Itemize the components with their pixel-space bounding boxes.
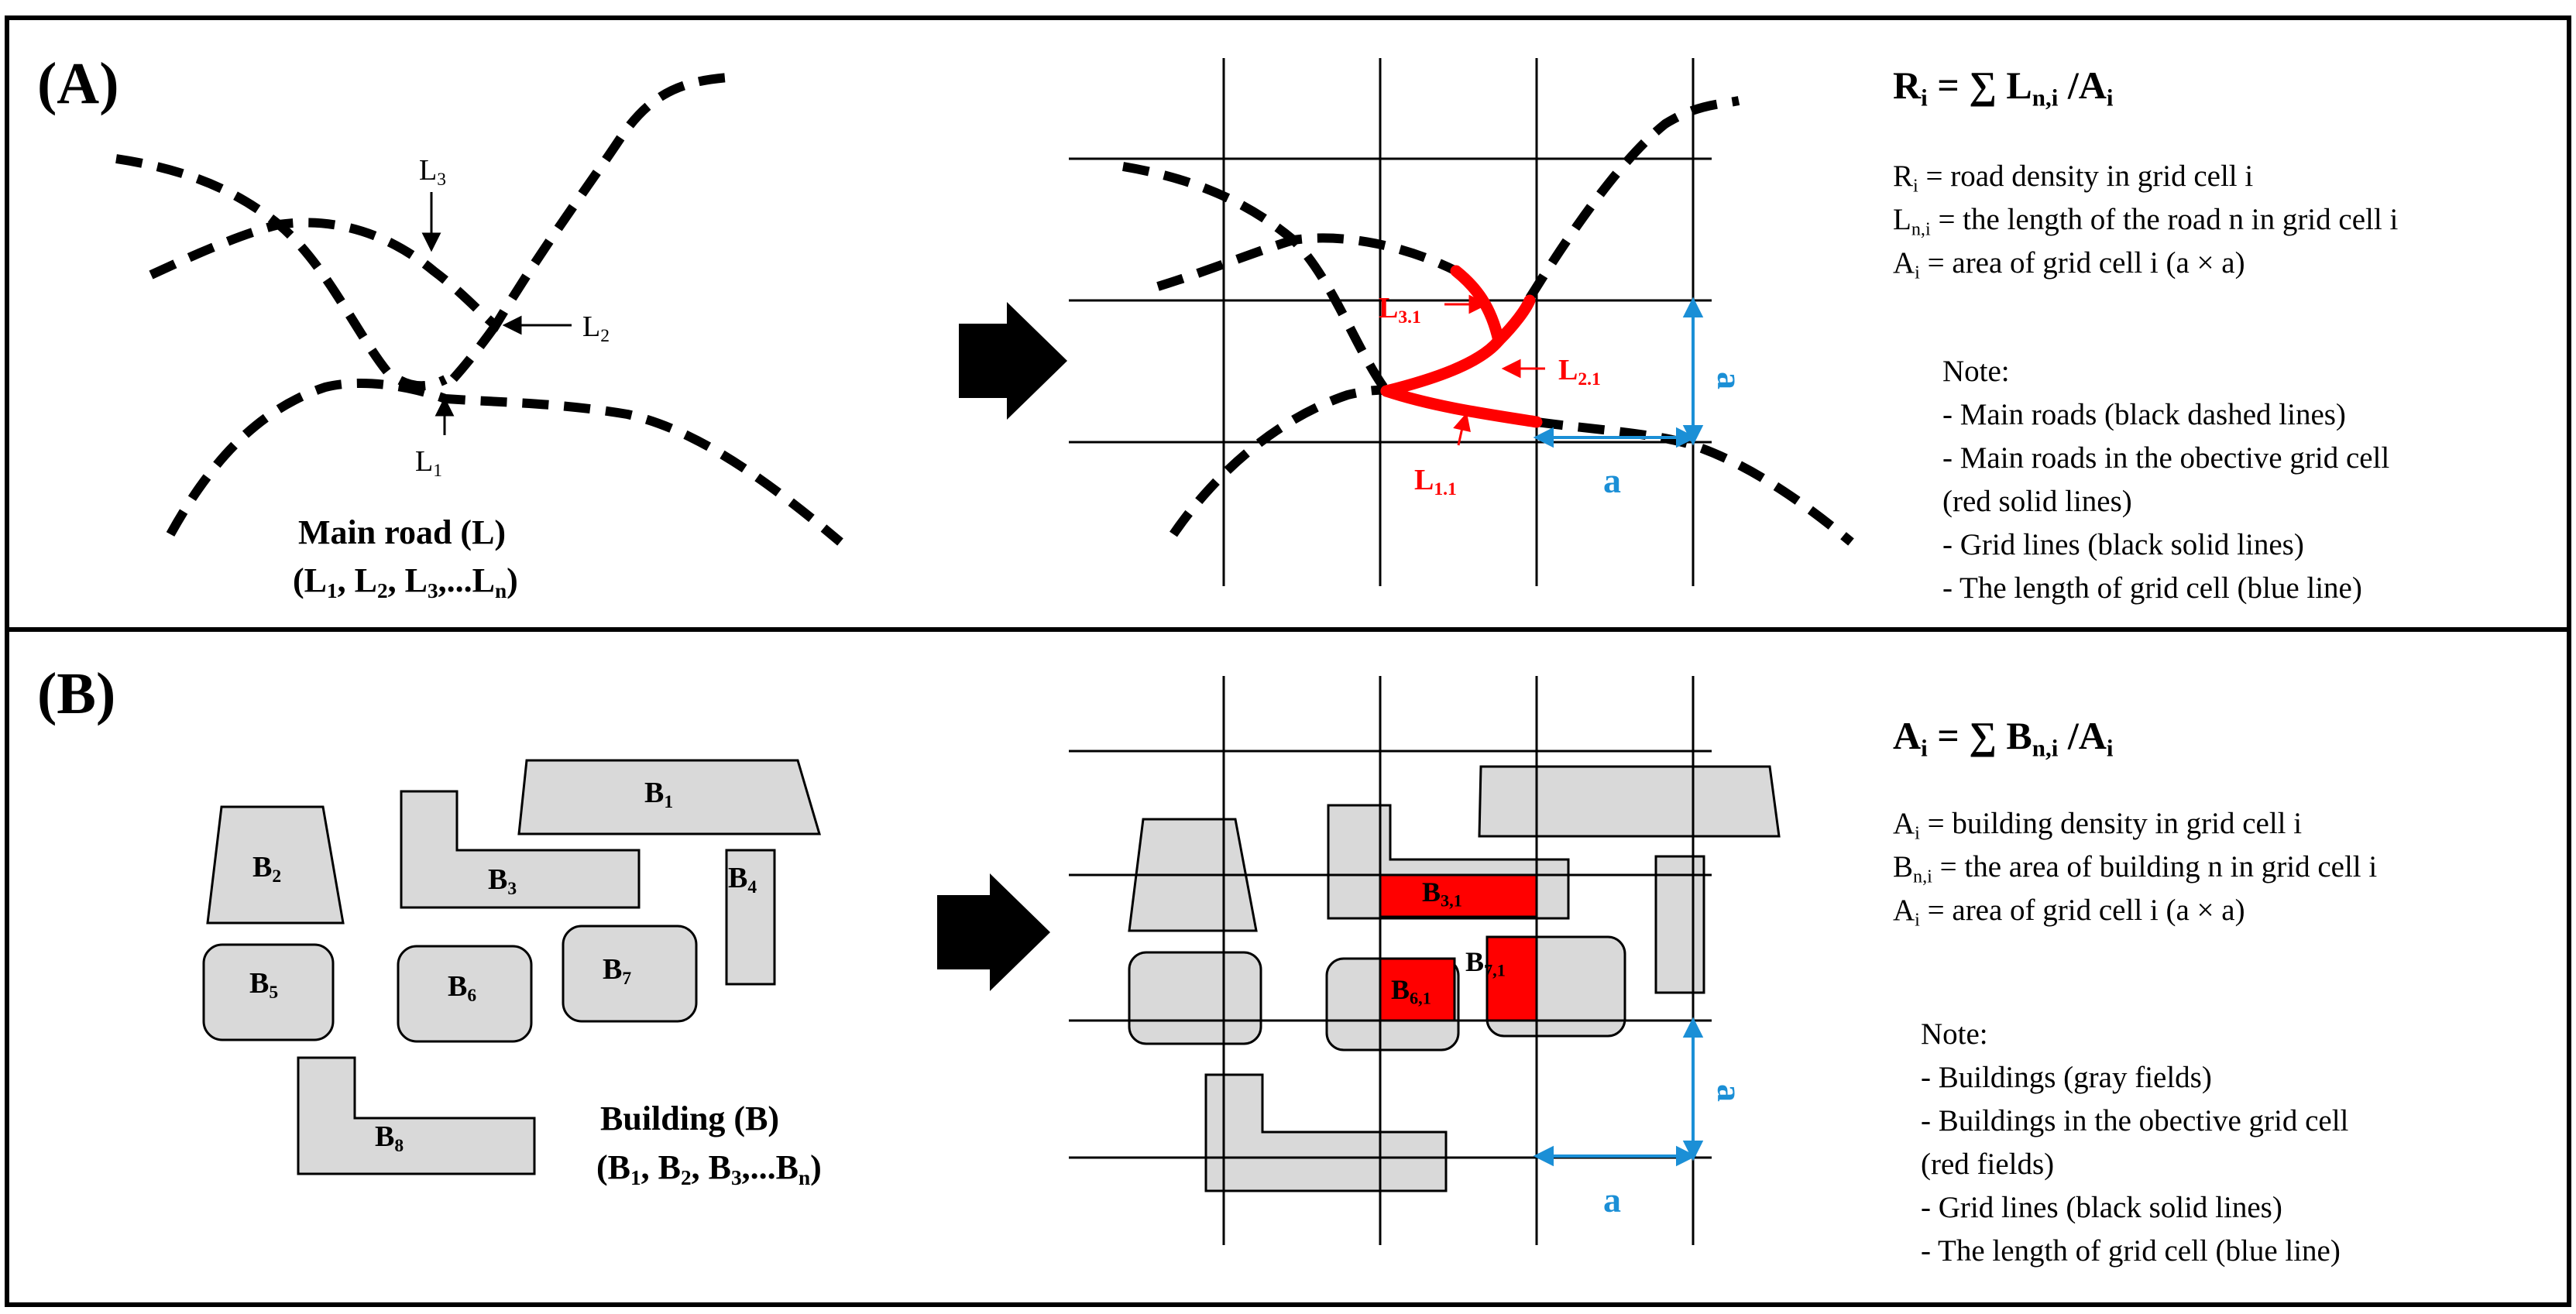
dimension-label-horizontal-b: a — [1603, 1180, 1621, 1220]
dimension-label-horizontal-a: a — [1603, 461, 1621, 500]
note-title: Note: — [1942, 355, 2010, 388]
building-b8 — [297, 1056, 536, 1175]
road-segment-l3-1 — [1450, 265, 1505, 347]
panel-a-tag: (A) — [37, 51, 119, 116]
road-l1 — [166, 379, 843, 546]
definition-row: Bn,i = the area of building n in grid ce… — [1893, 850, 2378, 887]
road-label-l3: L3 — [419, 154, 446, 190]
note-line: - The length of grid cell (blue line) — [1942, 571, 2362, 605]
buildings-in-objective-cell — [1379, 873, 1538, 1022]
definition-row: Ai = area of grid cell i (a × a) — [1893, 894, 2245, 931]
note-line: - Buildings in the obective grid cell — [1921, 1104, 2349, 1137]
building-label-b2: B2 — [252, 851, 282, 887]
note-line: (red solid lines) — [1942, 485, 2132, 518]
building-label-b7: B7 — [603, 953, 632, 990]
building-label-b4: B4 — [728, 862, 757, 898]
road-l3 — [115, 154, 448, 391]
road-label-l2: L2 — [582, 310, 610, 347]
grid-cell-dimension-b — [1533, 1017, 1704, 1167]
grid-lines-b — [1069, 676, 1712, 1245]
panel-b-building-density: (B) — [0, 627, 2576, 1314]
grid-cell-dimension-a — [1533, 297, 1704, 448]
road-density-formula: Ri = ∑ Ln,i /Ai — [1893, 63, 2114, 112]
road-definitions: Ri = road density in grid cell i Ln,i = … — [1893, 155, 2398, 285]
building-caption-title: Building (B) — [600, 1100, 780, 1137]
building-label-b6: B6 — [448, 970, 477, 1007]
cell-label-l3-1: L3.1 — [1379, 292, 1421, 328]
note-title: Note: — [1921, 1017, 1988, 1051]
road-segment-l2-1 — [1380, 294, 1536, 397]
cell-label-b3-1: B3,1 — [1422, 877, 1462, 911]
building-b1 — [517, 759, 822, 835]
grid-road-network — [1122, 96, 1854, 546]
building-caption-list: (B1, B2, B3,...Bn) — [596, 1148, 822, 1190]
cell-label-arrows-a — [1444, 294, 1545, 446]
road-network — [115, 73, 843, 546]
building-density-formula: Ai = ∑ Bn,i /Ai — [1893, 714, 2114, 762]
road-segment-l1-1 — [1380, 385, 1543, 428]
building-segment-b7-1 — [1485, 935, 1538, 1022]
building-notes: Note: - Buildings (gray fields) - Buildi… — [1921, 1013, 2348, 1273]
note-line: - Main roads in the obective grid cell — [1942, 441, 2390, 475]
building-label-b1: B1 — [644, 777, 674, 813]
note-line: - Grid lines (black solid lines) — [1921, 1191, 2282, 1224]
dimension-label-vertical-a: a — [1710, 372, 1750, 389]
building-label-b8: B8 — [375, 1120, 404, 1157]
building-label-b3: B3 — [488, 863, 517, 900]
definition-row: Ri = road density in grid cell i — [1893, 160, 2254, 197]
transform-arrow-a — [959, 302, 1067, 420]
definition-row: Ai = building density in grid cell i — [1893, 807, 2303, 844]
note-line: - Grid lines (black solid lines) — [1942, 528, 2304, 561]
buildings — [202, 759, 822, 1175]
road-notes: Note: - Main roads (black dashed lines) … — [1942, 350, 2389, 610]
note-line: - The length of grid cell (blue line) — [1921, 1234, 2341, 1268]
road-label-l1: L1 — [415, 445, 442, 482]
cell-label-l2-1: L2.1 — [1558, 354, 1601, 390]
note-line: - Buildings (gray fields) — [1921, 1061, 2212, 1094]
building-b3 — [400, 790, 641, 909]
definition-row: Ln,i = the length of the road n in grid … — [1893, 203, 2399, 240]
note-line: (red fields) — [1921, 1148, 2055, 1181]
note-line: - Main roads (black dashed lines) — [1942, 398, 2346, 431]
panel-b-tag: (B) — [37, 661, 116, 726]
roads-in-objective-cell — [1380, 265, 1543, 428]
panel-a-road-density: (A) — [0, 0, 2576, 632]
building-b2 — [206, 805, 345, 925]
road-l2-lower — [441, 322, 500, 391]
panel-b-diagram: a a — [202, 676, 1781, 1245]
road-caption-title: Main road (L) — [298, 513, 507, 551]
dimension-label-vertical-b: a — [1710, 1084, 1750, 1102]
cell-label-b6-1: B6,1 — [1391, 974, 1431, 1008]
building-b4 — [725, 849, 776, 986]
definition-row: Ai = area of grid cell i (a × a) — [1893, 246, 2245, 283]
panel-a-diagram: a a — [115, 58, 1854, 586]
transform-arrow-b — [937, 873, 1050, 991]
cell-label-b7-1: B7,1 — [1465, 946, 1506, 980]
building-label-b5: B5 — [249, 967, 279, 1004]
building-b6 — [397, 945, 533, 1043]
building-b5 — [202, 943, 335, 1041]
road-label-arrows — [421, 192, 572, 435]
road-caption-list: (L1, L2, L3,...Ln) — [293, 561, 518, 603]
building-b7 — [562, 925, 698, 1023]
road-l2 — [149, 73, 729, 332]
building-definitions: Ai = building density in grid cell i Bn,… — [1893, 802, 2377, 932]
cell-label-l1-1: L1.1 — [1414, 464, 1457, 500]
panel-b-frame — [5, 627, 2571, 1307]
